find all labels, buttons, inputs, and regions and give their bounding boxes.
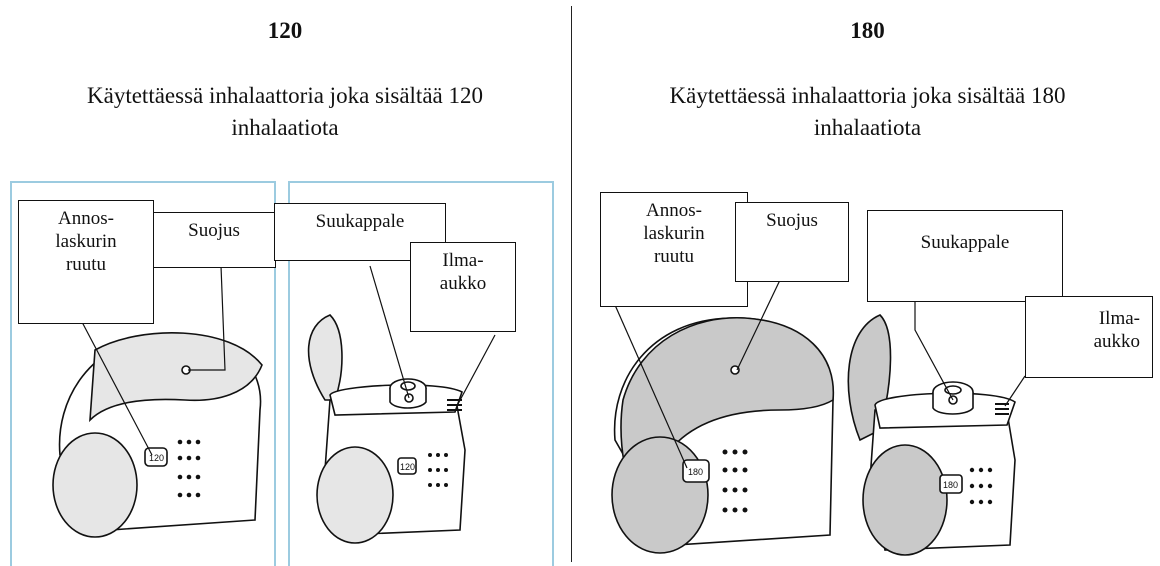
label-air-vent-180-line2: aukko (1093, 331, 1140, 352)
subtitle-180: Käytettäessä inhalaattoria joka sisältää… (575, 80, 1160, 144)
label-air-vent-180: Ilma- aukko (1025, 296, 1153, 378)
label-air-vent-180-line1: Ilma- (1098, 308, 1140, 329)
label-dose-counter-120: Annos- laskurin ruutu (18, 200, 154, 324)
label-air-vent-120: Ilma- aukko (410, 242, 516, 332)
subtitle-120-line1: Käytettäessä inhalaattoria joka sisältää… (87, 83, 483, 108)
panel-120: 120 Käytettäessä inhalaattoria joka sisä… (0, 0, 570, 566)
label-mouthpiece-120-text: Suukappale (315, 211, 405, 232)
panel-divider (571, 6, 572, 562)
inhaler-closed-120: 120 (52, 332, 263, 538)
subtitle-120-line2: inhalaatiota (231, 115, 339, 140)
dose-counter-window-120-open: 120 (400, 462, 415, 472)
label-dose-counter-120-line2: laskurin (55, 231, 117, 252)
subtitle-120: Käytettäessä inhalaattoria joka sisältää… (0, 80, 570, 144)
inhaler-open-180: 180 (847, 314, 1016, 556)
inhaler-illustration-120: 120 120 (52, 239, 496, 544)
label-dose-counter-120-line3: ruutu (65, 254, 107, 275)
label-dose-counter-180: Annos- laskurin ruutu (600, 192, 748, 307)
label-cap-120-text: Suojus (188, 220, 240, 241)
label-dose-counter-120-line1: Annos- (58, 208, 114, 229)
subtitle-180-line1: Käytettäessä inhalaattoria joka sisältää… (669, 83, 1066, 108)
label-dose-counter-180-line1: Annos- (646, 200, 702, 221)
heading-180: 180 (850, 18, 885, 43)
label-air-vent-120-line2: aukko (439, 273, 487, 294)
heading-120: 120 (267, 18, 303, 43)
inhaler-illustration-180: 180 180 (611, 279, 1026, 556)
inhaler-open-120: 120 (307, 314, 466, 544)
frame-open-view (288, 181, 554, 566)
dose-counter-window-180-closed: 180 (688, 467, 703, 477)
inhaler-closed-180: 180 (611, 316, 835, 554)
subtitle-180-line2: inhalaatiota (813, 115, 922, 140)
label-cap-180: Suojus (735, 202, 849, 282)
dose-counter-window-180-open: 180 (943, 480, 958, 490)
label-dose-counter-180-line2: laskurin (643, 223, 705, 244)
panel-180: 180 Käytettäessä inhalaattoria joka sisä… (575, 0, 1160, 562)
label-air-vent-120-line1: Ilma- (442, 250, 484, 271)
label-mouthpiece-180: Suukappale (867, 210, 1063, 302)
label-cap-180-text: Suojus (766, 210, 818, 231)
label-dose-counter-180-line3: ruutu (653, 246, 695, 267)
label-cap-120: Suojus (152, 212, 276, 268)
dose-counter-window-120-closed: 120 (149, 453, 164, 463)
frame-closed-view (10, 181, 276, 566)
label-mouthpiece-180-text: Suukappale (920, 232, 1010, 253)
